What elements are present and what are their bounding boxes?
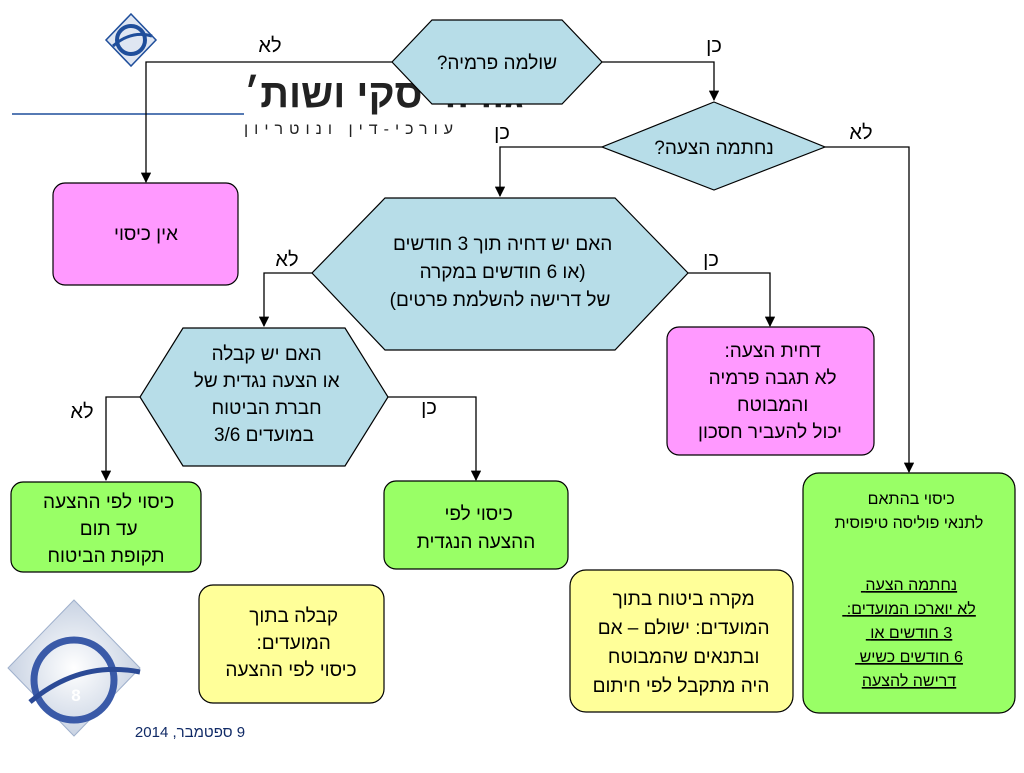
note-acceptance-in-time-line: כיסוי לפי ההצעה xyxy=(225,660,356,681)
edge-label-rejection-no: לא xyxy=(275,249,298,271)
svg-text:כיסוי לפי ההצעה עד תום: כיסוי לפי ההצעה עד תום תקופת הביטוח xyxy=(38,492,174,567)
decision-acceptance-line: האם יש קבלה xyxy=(212,344,322,365)
note-acceptance-in-time-line: קבלה בתוך xyxy=(249,606,338,627)
emblem-swoosh-icon xyxy=(28,666,141,704)
decision-rejection: האם יש דחיה תוך 3 חודשים (או 6 חודשים במ… xyxy=(311,197,689,351)
edge-label-signed-no: לא xyxy=(849,122,872,144)
edge-label-acceptance-yes: כן xyxy=(421,397,437,419)
box-no-coverage-shape xyxy=(52,182,239,286)
edge-rejection-no xyxy=(258,272,312,328)
svg-text:שולמה פרמיה?: שולמה פרמיה? xyxy=(437,53,557,74)
edge-rejection-yes xyxy=(688,272,776,328)
note-claim-in-time-line: היה מתקבל לפי חיתום xyxy=(593,676,770,697)
box-cover-standard-line: לתנאי פוליסה טיפוסית xyxy=(835,514,984,532)
decision-premium-paid-shape xyxy=(391,19,603,105)
decision-acceptance-shape xyxy=(139,327,389,467)
box-cover-counter-shape xyxy=(383,480,569,570)
note-acceptance-in-time-line: המועדים: xyxy=(256,633,330,654)
box-cover-until-end-shape xyxy=(10,481,202,573)
edge-acceptance-no xyxy=(100,396,140,482)
box-proposal-rejected-shape xyxy=(666,326,875,456)
box-proposal-rejected-line: דחית הצעה: xyxy=(725,341,822,362)
box-cover-standard-shape xyxy=(802,472,1016,714)
box-cover-until-end: כיסוי לפי ההצעה עד תום תקופת הביטוח xyxy=(10,481,202,573)
edge-premium-no xyxy=(140,61,392,184)
decision-acceptance-line: או הצעה נגדית של xyxy=(194,371,340,392)
decision-acceptance-line: במועדים 3/6 xyxy=(214,425,314,446)
edge-acceptance-yes xyxy=(388,396,482,482)
decision-rejection-line: האם יש דחיה תוך 3 חודשים xyxy=(393,234,612,255)
svg-text:כיסוי בהתאם לתנאי פוליסה: כיסוי בהתאם לתנאי פוליסה טיפוסית xyxy=(835,491,984,532)
box-proposal-rejected-line: לא תגבה פרמיה xyxy=(709,368,837,389)
edge-premium-yes xyxy=(602,61,720,102)
decision-premium-paid-line: שולמה פרמיה? xyxy=(437,53,557,74)
page-number: 8 xyxy=(71,686,80,705)
box-cover-standard-line: כיסוי בהתאם xyxy=(868,491,955,508)
edge-label-premium-yes: כן xyxy=(706,35,722,57)
svg-text:האם יש דחיה תוך 3 חודשים: האם יש דחיה תוך 3 חודשים (או 6 חודשים במ… xyxy=(388,234,612,311)
note-claim-in-time-line: המועדים: ישולם – אם xyxy=(598,618,770,639)
edge-label-signed-yes: כן xyxy=(494,122,510,144)
box-cover-until-end-line: עד תום xyxy=(80,519,138,540)
box-cover-counter-line: כיסוי לפי xyxy=(444,504,512,525)
note-claim-in-time-line: ובתנאים שהמבוטח xyxy=(608,647,760,668)
box-proposal-rejected: דחית הצעה: לא תגבה פרמיה והמבוטח יכול לה… xyxy=(666,326,875,456)
decision-rejection-line: (או 6 חודשים במקרה xyxy=(420,262,586,283)
box-cover-counter-line: ההצעה הנגדית xyxy=(417,532,536,553)
box-proposal-rejected-line: יכול להעביר חסכון xyxy=(698,422,842,443)
note-claim-in-time-line: מקרה ביטוח בתוך xyxy=(613,589,755,610)
edge-signed-yes xyxy=(494,146,602,198)
logo-diamond-icon xyxy=(104,12,158,68)
box-cover-standard-underlined-line: דרישה להצעה xyxy=(862,672,956,690)
note-acceptance-in-time-shape xyxy=(198,584,385,704)
box-cover-standard-underlined-line: לא יוארכו המועדים: xyxy=(847,600,976,618)
note-claim-in-time: מקרה ביטוח בתוך המועדים: ישולם – אם ובתנ… xyxy=(569,569,794,713)
svg-text:קבלה בתוך המועדים:: קבלה בתוך המועדים: כיסוי לפי ההצעה xyxy=(225,606,356,681)
svg-text:כיסוי לפי ההצעה הנגדית: כיסוי לפי ההצעה הנגדית xyxy=(417,504,536,553)
svg-text:נחתמה הצעה לא יוארכו המו: נחתמה הצעה לא יוארכו המועדים: 3 חודשים א… xyxy=(842,577,975,690)
note-acceptance-in-time: קבלה בתוך המועדים: כיסוי לפי ההצעה xyxy=(198,584,385,704)
box-cover-standard-underlined-line: 3 חודשים או xyxy=(870,625,952,642)
decision-rejection-line: של דרישה להשלמת פרטים) xyxy=(390,290,611,311)
box-no-coverage: אין כיסוי xyxy=(52,182,239,286)
svg-text:מקרה ביטוח בתוך המועדים:: מקרה ביטוח בתוך המועדים: ישולם – אם ובתנ… xyxy=(592,589,769,697)
box-cover-standard-underlined-line: נחתמה הצעה xyxy=(865,577,957,594)
svg-text:אין כיסוי: אין כיסוי xyxy=(114,224,178,245)
edge-label-rejection-yes: כן xyxy=(703,249,719,271)
decision-rejection-shape xyxy=(311,197,689,351)
decision-acceptance: האם יש קבלה או הצעה נגדית של חברת הביטוח… xyxy=(139,327,389,467)
logo-swoosh-icon xyxy=(112,32,153,48)
logo-ring-icon xyxy=(115,24,147,56)
svg-text:דחית הצעה: לא תגבה פרמיה: דחית הצעה: לא תגבה פרמיה והמבוטח יכול לה… xyxy=(698,341,842,443)
box-cover-standard: כיסוי בהתאם לתנאי פוליסה טיפוסית נחתמה ה… xyxy=(802,472,1016,714)
box-no-coverage-line: אין כיסוי xyxy=(114,224,178,245)
edge-labels: לא כן כן לא לא כן לא כן xyxy=(70,35,872,423)
decision-premium-paid: שולמה פרמיה? xyxy=(391,19,603,105)
edge-label-acceptance-no: לא xyxy=(70,401,93,423)
edge-label-premium-no: לא xyxy=(258,35,281,57)
box-cover-until-end-line: כיסוי לפי ההצעה xyxy=(43,492,174,513)
slide-date: 9 ספטמבר, 2014 xyxy=(135,724,245,741)
page-emblem: 8 xyxy=(7,599,141,737)
box-cover-counter: כיסוי לפי ההצעה הנגדית xyxy=(383,480,569,570)
note-claim-in-time-shape xyxy=(569,569,794,713)
company-logo: גורודיסקי ושות׳ עורכי-דין ונוטריון xyxy=(12,12,523,138)
decision-acceptance-line: חברת הביטוח xyxy=(212,398,322,419)
box-proposal-rejected-line: והמבוטח xyxy=(737,395,808,416)
decision-proposal-signed-line: נחתמה הצעה? xyxy=(654,138,773,159)
box-cover-until-end-line: תקופת הביטוח xyxy=(47,546,164,567)
svg-text:נחתמה הצעה?: נחתמה הצעה? xyxy=(654,138,773,159)
emblem-ring-icon xyxy=(30,636,118,724)
decision-proposal-signed: נחתמה הצעה? xyxy=(600,101,827,191)
flow-edges xyxy=(100,61,915,482)
logo-tagline: עורכי-דין ונוטריון xyxy=(244,121,459,138)
edge-signed-no xyxy=(825,146,915,474)
decision-proposal-signed-shape xyxy=(600,101,827,191)
svg-text:האם יש קבלה או הצעה נגדי: האם יש קבלה או הצעה נגדית של חברת הביטוח… xyxy=(188,344,339,446)
box-cover-standard-underlined-line: 6 חודשים כשיש xyxy=(860,649,963,666)
